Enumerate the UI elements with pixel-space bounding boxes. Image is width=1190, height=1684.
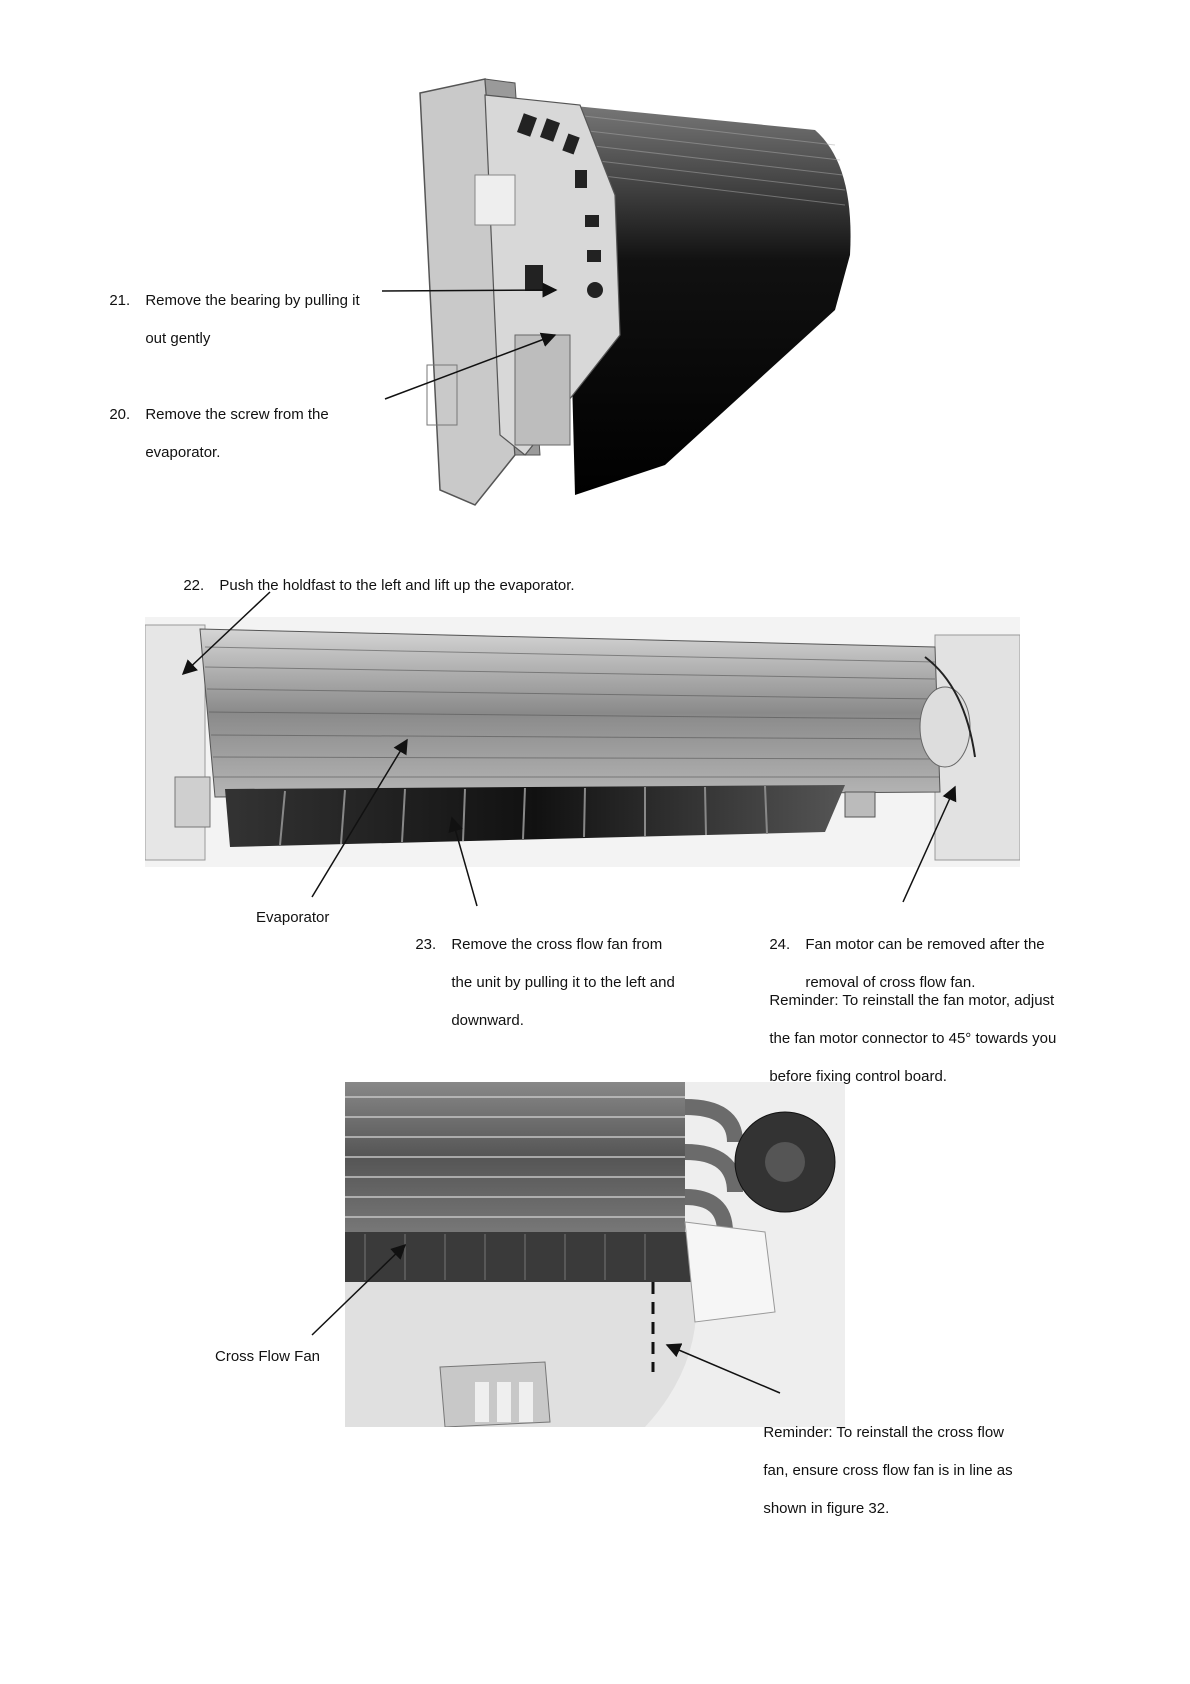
step-text: the unit by pulling it to the left and: [451, 974, 675, 991]
step-text: Fan motor can be removed after the: [805, 936, 1045, 953]
step-22: 22. Push the holdfast to the left and lif…: [175, 557, 575, 595]
photo-evaporator-fan: [145, 617, 1020, 867]
step-text: Remove the cross flow fan from: [451, 936, 663, 953]
step-text: Push the holdfast to the left and lift u…: [219, 577, 575, 594]
reminder-text: shown in figure 32.: [763, 1500, 890, 1517]
step-text: downward.: [451, 1012, 524, 1029]
reminder-text: before fixing control board.: [769, 1068, 947, 1085]
step-text: Remove the screw from the: [145, 406, 329, 423]
photo-cross-flow-fan: [345, 1082, 845, 1427]
label-cross-flow-fan: Cross Flow Fan: [215, 1348, 321, 1365]
step-text: out gently: [145, 330, 211, 347]
step-number: 20.: [109, 406, 131, 423]
reminder-text: Reminder: To reinstall the fan motor, ad…: [769, 992, 1055, 1009]
photo-unit-side: [415, 75, 885, 510]
reminder-text: the fan motor connector to 45° towards y…: [769, 1030, 1057, 1047]
step-20: 20. Remove the screw from the evaporator.: [101, 386, 329, 462]
label-evaporator: Evaporator: [256, 909, 330, 926]
step-21: 21. Remove the bearing by pulling it out …: [101, 272, 360, 348]
step-number: 24.: [769, 936, 791, 953]
step-number: 22.: [183, 577, 205, 594]
step-text: evaporator.: [145, 444, 221, 461]
reminder-fan-motor: Reminder: To reinstall the fan motor, ad…: [761, 972, 1056, 1086]
reminder-text: fan, ensure cross flow fan is in line as: [763, 1462, 1013, 1479]
step-number: 21.: [109, 292, 131, 309]
step-24: 24. Fan motor can be removed after the re…: [761, 916, 1045, 992]
step-text: removal of cross flow fan.: [805, 974, 976, 991]
reminder-cross-flow-fan: Reminder: To reinstall the cross flow fa…: [755, 1404, 1013, 1518]
step-number: 23.: [415, 936, 437, 953]
step-text: Remove the bearing by pulling it: [145, 292, 360, 309]
step-23: 23. Remove the cross flow fan from the un…: [407, 916, 675, 1030]
reminder-text: Reminder: To reinstall the cross flow: [763, 1424, 1004, 1441]
